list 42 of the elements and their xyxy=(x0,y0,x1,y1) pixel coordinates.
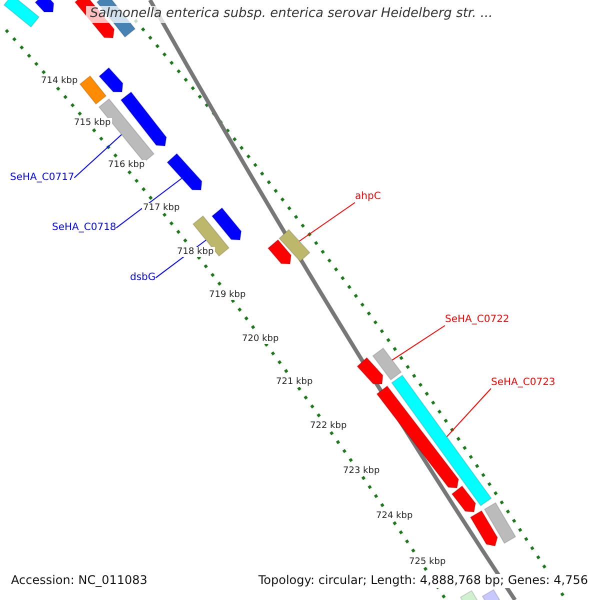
scale-label: 718 kbp xyxy=(176,247,215,258)
leader-line xyxy=(74,134,122,178)
gene-label: ahpC xyxy=(355,191,381,202)
gene-bar xyxy=(98,67,124,92)
scale-label: 724 kbp xyxy=(375,511,414,522)
scale-label: 716 kbp xyxy=(107,160,146,170)
leader-line xyxy=(446,388,492,438)
leader-line xyxy=(298,202,356,242)
gene-bar xyxy=(79,75,107,105)
scale-label: 723 kbp xyxy=(342,466,381,476)
scale-label: 715 kbp xyxy=(73,118,112,128)
gene-bar xyxy=(460,590,478,600)
gene-bar xyxy=(267,239,292,265)
scale-label: 725 kbp xyxy=(408,557,447,568)
leader-line xyxy=(392,325,446,361)
gene-bar xyxy=(356,356,384,384)
gene-label: SeHA_C0723 xyxy=(491,377,556,388)
scale-label: 720 kbp xyxy=(241,334,280,344)
gene-bar xyxy=(470,510,498,547)
gene-bar xyxy=(211,207,242,241)
gene-bar xyxy=(484,502,516,544)
gene-label: dsbG xyxy=(130,272,156,284)
gene-label: SeHA_C0717 xyxy=(10,172,74,184)
gene-bar xyxy=(3,0,40,28)
gene-label: SeHA_C0718 xyxy=(52,222,116,234)
gene-bar xyxy=(451,485,476,513)
scale-label: 722 kbp xyxy=(309,421,348,432)
scale-label: 719 kbp xyxy=(208,290,247,300)
scale-label: 717 kbp xyxy=(142,203,181,214)
gene-label: SeHA_C0722 xyxy=(445,314,510,326)
scale-label: 714 kbp xyxy=(40,76,79,86)
gene-bar xyxy=(166,152,202,190)
scale-label: 721 kbp xyxy=(275,377,314,388)
gene-bar xyxy=(34,0,54,12)
gene-bar xyxy=(278,228,310,262)
genome-stats-text: Topology: circular; Length: 4,888,768 bp; Genes: 4,756 xyxy=(256,574,590,588)
gene-bar xyxy=(192,215,230,257)
gene-bar xyxy=(372,347,402,381)
accession-text: Accession: NC_011083 xyxy=(9,574,150,588)
gene-bar xyxy=(391,374,492,506)
leader-line xyxy=(116,178,182,228)
gene-bar xyxy=(120,91,167,147)
